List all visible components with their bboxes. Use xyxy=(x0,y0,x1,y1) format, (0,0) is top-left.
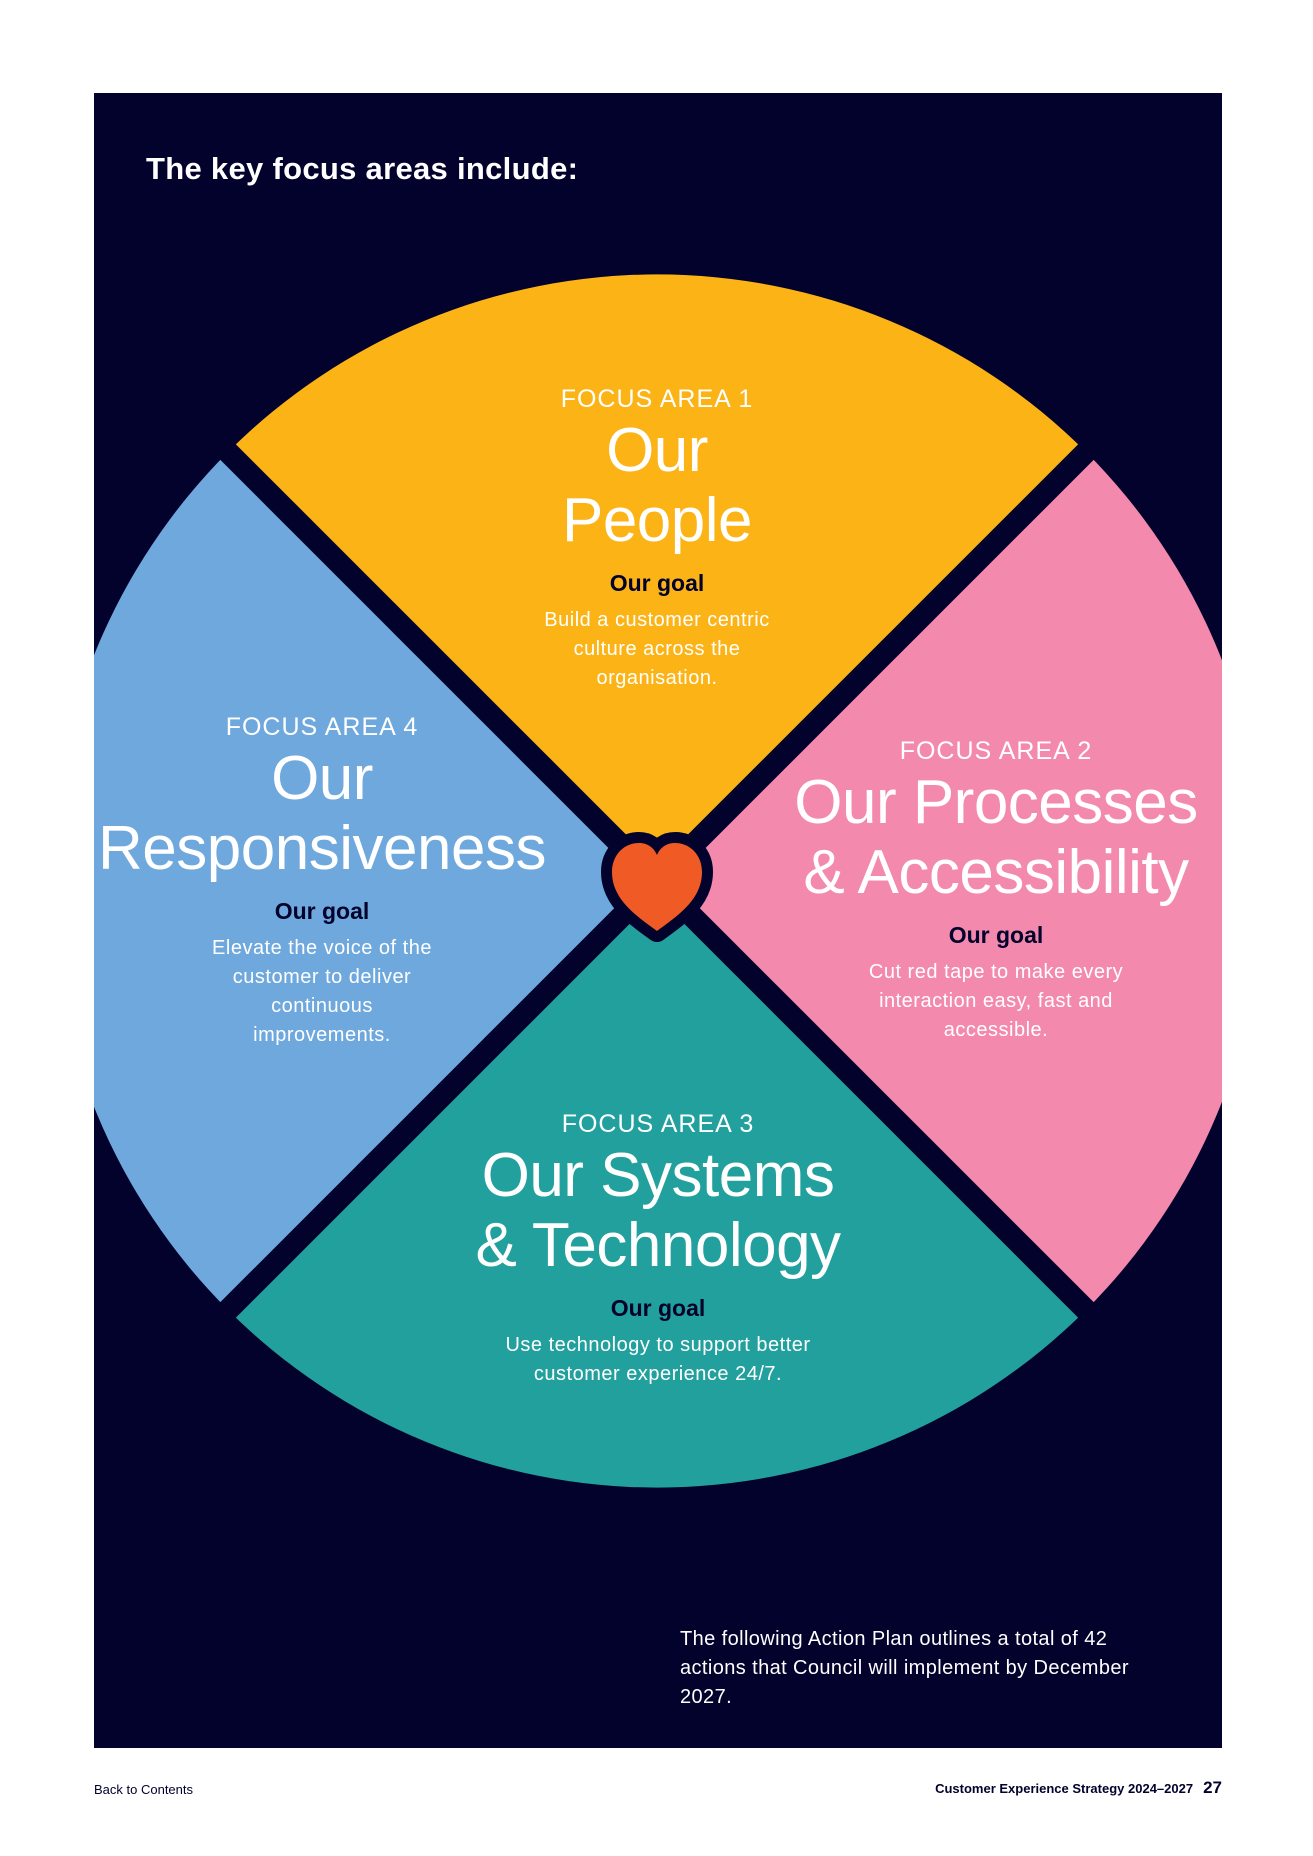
goal-heading: Our goal xyxy=(948,922,1044,948)
content-panel: The key focus areas include: FOCUS AREA … xyxy=(94,93,1222,1748)
segment-focus-area-4 xyxy=(94,452,657,1310)
segment-focus-area-3 xyxy=(228,881,1086,1488)
intro-heading: The key focus areas include: xyxy=(146,151,579,186)
focus-area-title-line: Our Processes xyxy=(794,768,1198,837)
focus-area-title-line: Our Systems xyxy=(481,1141,835,1210)
focus-area-3: FOCUS AREA 3 Our Systems & Technology Ou… xyxy=(438,1109,878,1389)
focus-area-title: Our Processes & Accessibility xyxy=(756,768,1236,908)
goal-text: Build a customer centric culture across … xyxy=(544,609,770,689)
goal-text: Cut red tape to make every interaction e… xyxy=(868,961,1124,1041)
footer-document-info: Customer Experience Strategy 2024–2027 27 xyxy=(935,1778,1222,1798)
focus-area-title-line: Our xyxy=(271,744,373,813)
focus-area-label: FOCUS AREA 3 xyxy=(561,1110,755,1138)
focus-area-title-line: Our xyxy=(606,416,708,485)
focus-area-label: FOCUS AREA 1 xyxy=(560,385,754,413)
segment-focus-area-1 xyxy=(228,274,1086,882)
focus-area-title: Our People xyxy=(497,416,817,556)
focus-area-1: FOCUS AREA 1 Our People Our goal Build a… xyxy=(497,384,817,693)
back-to-contents-link[interactable]: Back to Contents xyxy=(94,1782,193,1797)
focus-area-title-line: Responsiveness xyxy=(98,814,546,883)
focus-area-label: FOCUS AREA 2 xyxy=(899,737,1093,765)
focus-area-wheel xyxy=(94,274,1222,1488)
goal-text: Use technology to support better custome… xyxy=(505,1334,811,1385)
goal-heading: Our goal xyxy=(609,570,705,596)
focus-area-title-line: & Technology xyxy=(475,1211,841,1280)
focus-area-4: FOCUS AREA 4 Our Responsiveness Our goal… xyxy=(82,712,562,1050)
focus-area-title-line: & Accessibility xyxy=(803,838,1189,907)
heart-icon xyxy=(601,832,713,942)
segment-focus-area-2 xyxy=(657,452,1222,1310)
goal-text: Elevate the voice of the customer to del… xyxy=(212,937,432,1046)
document-title: Customer Experience Strategy 2024–2027 xyxy=(935,1781,1194,1796)
page-number: 27 xyxy=(1203,1778,1222,1797)
focus-area-title: Our Systems & Technology xyxy=(438,1141,878,1281)
focus-area-title-line: People xyxy=(561,486,753,555)
closing-text: The following Action Plan outlines a tot… xyxy=(680,1628,1129,1708)
focus-area-label: FOCUS AREA 4 xyxy=(225,713,419,741)
focus-area-title: Our Responsiveness xyxy=(82,744,562,884)
goal-heading: Our goal xyxy=(274,898,370,924)
goal-heading: Our goal xyxy=(610,1295,706,1321)
focus-area-2: FOCUS AREA 2 Our Processes & Accessibili… xyxy=(756,736,1236,1045)
